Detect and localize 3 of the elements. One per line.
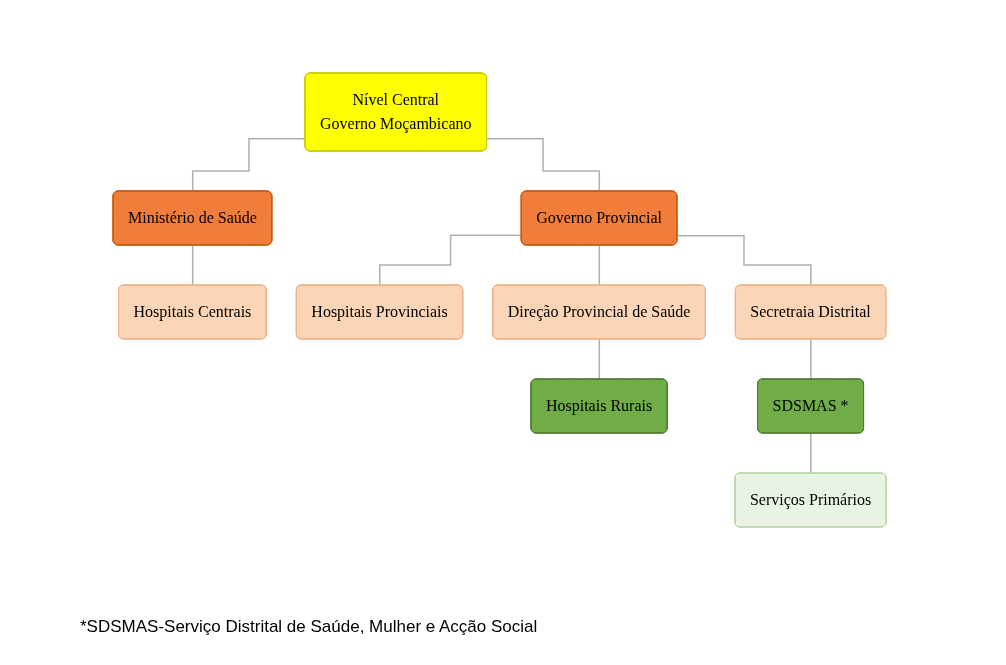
- connector: [192, 138, 307, 193]
- connector: [486, 138, 601, 193]
- footnote: *SDSMAS-Serviço Distrital de Saúde, Mulher e Acção Social: [80, 617, 539, 637]
